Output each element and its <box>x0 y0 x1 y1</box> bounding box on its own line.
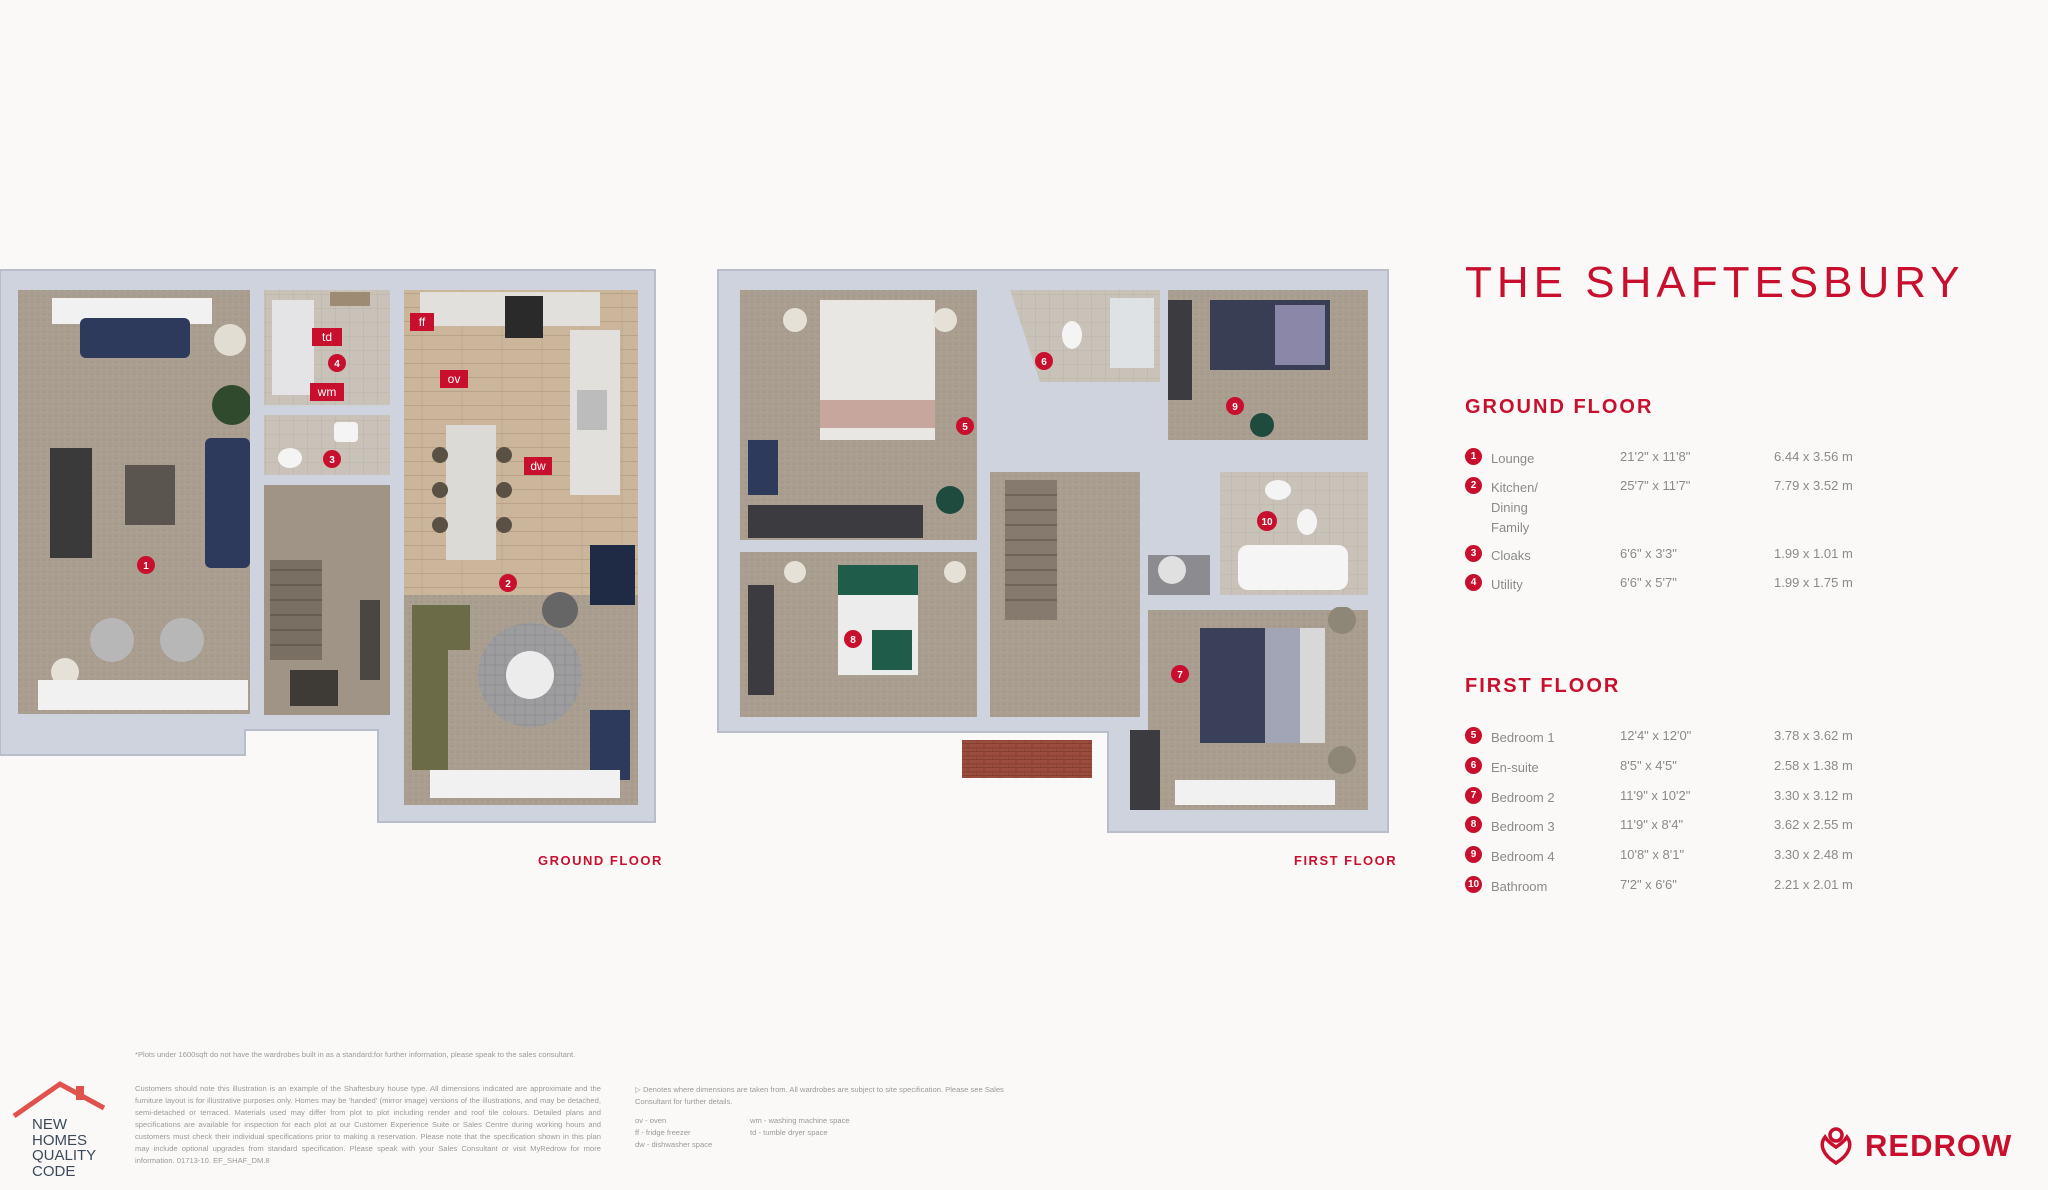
room-marker-8: 8 <box>844 630 862 648</box>
room-marker-7: 7 <box>1171 665 1189 683</box>
room-name: Lounge <box>1491 451 1535 466</box>
svg-text:3: 3 <box>329 455 335 466</box>
first-floor-plan-label: FIRST FLOOR <box>1294 853 1398 868</box>
room-metric: 7.79 x 3.52 m <box>1774 478 1853 493</box>
room-marker-6: 6 <box>1035 352 1053 370</box>
svg-text:7: 7 <box>1177 670 1183 681</box>
room-metric: 3.62 x 2.55 m <box>1774 817 1853 832</box>
appliance-tag-td: td <box>312 328 342 346</box>
room-imperial: 6'6" x 3'3" <box>1620 546 1677 561</box>
room-metric: 2.21 x 2.01 m <box>1774 877 1853 892</box>
ground-floor-plan-label: GROUND FLOOR <box>538 853 663 868</box>
svg-text:1: 1 <box>143 561 149 572</box>
room-imperial: 7'2" x 6'6" <box>1620 877 1677 892</box>
room-metric: 6.44 x 3.56 m <box>1774 449 1853 464</box>
appliance-tag-ff: ff <box>410 313 434 331</box>
room-imperial: 12'4" x 12'0" <box>1620 728 1692 743</box>
svg-text:4: 4 <box>334 359 340 370</box>
svg-text:9: 9 <box>1232 402 1238 413</box>
room-marker-3: 3 <box>323 450 341 468</box>
room-marker-9: 9 <box>1226 397 1244 415</box>
room-imperial: 21'2" x 11'8" <box>1620 449 1691 464</box>
key-fridge-freezer: ff - fridge freezer <box>635 1128 691 1137</box>
room-marker-5: 5 <box>956 417 974 435</box>
room-name: Utility <box>1491 577 1523 592</box>
room-number-badge: 10 <box>1465 876 1482 893</box>
key-tumble-dryer: td - tumble dryer space <box>750 1128 828 1137</box>
disclaimer-text: Customers should note this illustration … <box>135 1084 601 1165</box>
room-marker-1: 1 <box>137 556 155 574</box>
room-name: Cloaks <box>1491 548 1531 563</box>
room-imperial: 10'8" x 8'1" <box>1620 847 1685 862</box>
room-number-badge: 2 <box>1465 477 1482 494</box>
nhqc-line-4: CODE <box>32 1162 76 1180</box>
nhqc-line-1: NEW <box>32 1116 67 1133</box>
room-number-badge: 6 <box>1465 757 1482 774</box>
room-name: Bedroom 1 <box>1491 730 1555 745</box>
room-name: Bedroom 2 <box>1491 790 1555 805</box>
first-floor-heading: FIRST FLOOR <box>1465 675 1621 697</box>
room-number-badge: 7 <box>1465 787 1482 804</box>
room-imperial: 11'9" x 8'4" <box>1620 817 1684 832</box>
room-number-badge: 3 <box>1465 545 1482 562</box>
nhqc-roof-icon <box>12 1081 106 1118</box>
room-marker-4: 4 <box>328 354 346 372</box>
key-oven: ov - oven <box>635 1116 667 1125</box>
room-number-badge: 9 <box>1465 846 1482 863</box>
room-imperial: 25'7" x 11'7" <box>1620 478 1691 493</box>
first-floor-plan <box>717 269 1389 833</box>
room-marker-2: 2 <box>499 574 517 592</box>
room-name: Kitchen/ Dining Family <box>1491 480 1538 535</box>
ground-floor-plan <box>0 269 656 823</box>
room-name: Bedroom 3 <box>1491 819 1555 834</box>
plots-footnote: *Plots under 1600sqft do not have the wa… <box>135 1050 576 1059</box>
room-marker-10: 10 <box>1257 511 1277 531</box>
room-metric: 1.99 x 1.01 m <box>1774 546 1853 561</box>
dimension-note: ▷ Denotes where dimensions are taken fro… <box>635 1084 1005 1108</box>
svg-text:6: 6 <box>1041 357 1047 368</box>
appliance-tag-wm: wm <box>310 383 344 401</box>
appliance-tag-ov: ov <box>440 370 468 388</box>
room-metric: 1.99 x 1.75 m <box>1774 575 1853 590</box>
room-imperial: 6'6" x 5'7" <box>1620 575 1677 590</box>
redrow-brand: REDROW <box>1865 1128 2013 1163</box>
room-number-badge: 5 <box>1465 727 1482 744</box>
room-metric: 3.30 x 2.48 m <box>1774 847 1853 862</box>
nhqc-logo: NEW HOMES QUALITY CODE <box>32 1117 96 1179</box>
nhqc-line-2: HOMES <box>32 1131 88 1149</box>
room-metric: 3.30 x 3.12 m <box>1774 788 1853 803</box>
ground-floor-heading: GROUND FLOOR <box>1465 396 1654 418</box>
redrow-flower-icon <box>1820 1127 1852 1165</box>
svg-text:8: 8 <box>850 635 856 646</box>
nhqc-line-3: QUALITY <box>32 1147 97 1164</box>
svg-text:10: 10 <box>1261 517 1273 528</box>
key-dishwasher: dw - dishwasher space <box>635 1140 713 1149</box>
room-imperial: 11'9" x 10'2" <box>1620 788 1691 803</box>
room-number-badge: 1 <box>1465 448 1482 465</box>
room-metric: 3.78 x 3.62 m <box>1774 728 1853 743</box>
room-imperial: 8'5" x 4'5" <box>1620 758 1677 773</box>
appliance-tag-dw: dw <box>524 457 552 475</box>
svg-text:2: 2 <box>505 579 511 590</box>
room-number-badge: 4 <box>1465 574 1482 591</box>
dimension-arrow-icon: ▷ <box>635 1085 643 1094</box>
room-number-badge: 8 <box>1465 816 1482 833</box>
room-name: Bathroom <box>1491 879 1548 894</box>
key-washing-machine: wm - washing machine space <box>750 1116 850 1125</box>
house-title: THE SHAFTESBURY <box>1465 258 1965 307</box>
room-metric: 2.58 x 1.38 m <box>1774 758 1853 773</box>
dimension-note-text: Denotes where dimensions are taken from.… <box>635 1085 1004 1106</box>
room-name: Bedroom 4 <box>1491 849 1555 864</box>
room-name: En-suite <box>1491 760 1539 775</box>
svg-text:5: 5 <box>962 422 968 433</box>
